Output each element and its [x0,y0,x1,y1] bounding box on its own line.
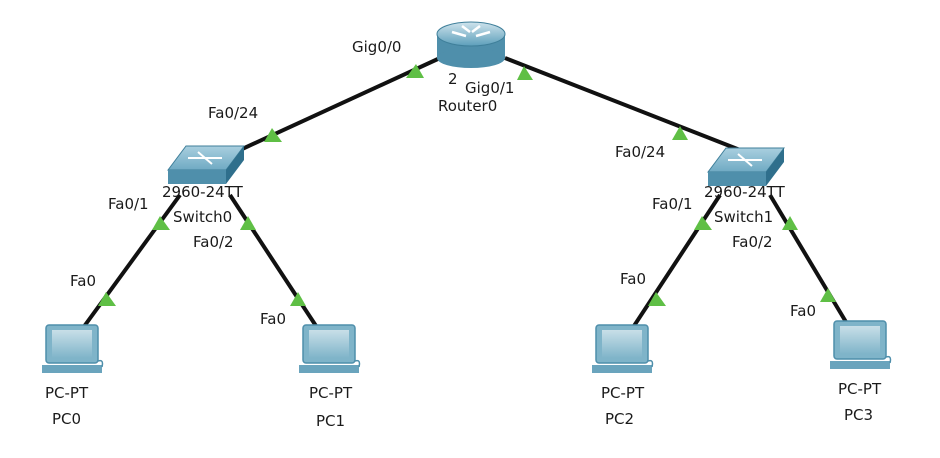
switch0-uplink-port-label: Fa0/24 [208,104,259,122]
link-status-indicator [290,292,306,306]
pc2-port-label: Fa0 [620,270,646,288]
pc2-name-label: PC2 [605,410,635,428]
link-status-indicator [240,216,256,230]
pc-icon[interactable] [830,320,892,369]
router-icon[interactable] [436,21,506,68]
switch1-model-label: 2960-24TT [704,183,785,201]
pc-icon[interactable] [299,324,361,373]
link-status-indicator [98,292,116,306]
link-switch1-pc3[interactable] [768,193,854,334]
link-status-indicator [152,216,170,230]
link-switch1-pc2[interactable] [628,193,722,334]
router0-port-gig0-1-label: Gig0/1 [465,79,515,97]
link-status-indicator [517,66,533,80]
link-switch0-pc0[interactable] [78,193,182,334]
switch-icon[interactable] [707,147,785,186]
switch0-model-label: 2960-24TT [162,183,243,201]
switch1-port-fa0-2-label: Fa0/2 [732,233,773,251]
link-status-indicator [782,216,798,230]
link-status-indicator [694,216,712,230]
link-status-indicator [648,292,666,306]
pc3-port-label: Fa0 [790,302,816,320]
switch1-port-fa0-1-label: Fa0/1 [652,195,693,213]
pc1-port-label: Fa0 [260,310,286,328]
link-status-indicator [672,126,688,140]
router0-port-gig0-0-label: Gig0/0 [352,38,402,56]
switch0-port-fa0-1-label: Fa0/1 [108,195,149,213]
pc-icon[interactable] [42,324,104,373]
pc0-name-label: PC0 [52,410,82,428]
pc3-model-label: PC-PT [838,380,882,398]
link-switch0-pc1[interactable] [228,193,322,334]
pc2-model-label: PC-PT [601,384,645,402]
switch0-name-label: Switch0 [173,208,233,226]
pc0-port-label: Fa0 [70,272,96,290]
link-status-indicator [406,64,424,78]
router0-model-label: 2 [448,70,458,88]
switch-icon[interactable] [167,145,245,184]
switch0-port-fa0-2-label: Fa0/2 [193,233,234,251]
pc1-model-label: PC-PT [309,384,353,402]
link-status-indicator [264,128,282,142]
pc1-name-label: PC1 [316,412,346,430]
pc0-model-label: PC-PT [45,384,89,402]
router0-name-label: Router0 [438,97,498,115]
link-router0-switch1[interactable] [504,56,741,152]
switch1-name-label: Switch1 [714,208,774,226]
link-status-indicator [820,288,836,302]
pc3-name-label: PC3 [844,406,874,424]
pc-icon[interactable] [592,324,654,373]
switch1-uplink-port-label: Fa0/24 [615,143,666,161]
